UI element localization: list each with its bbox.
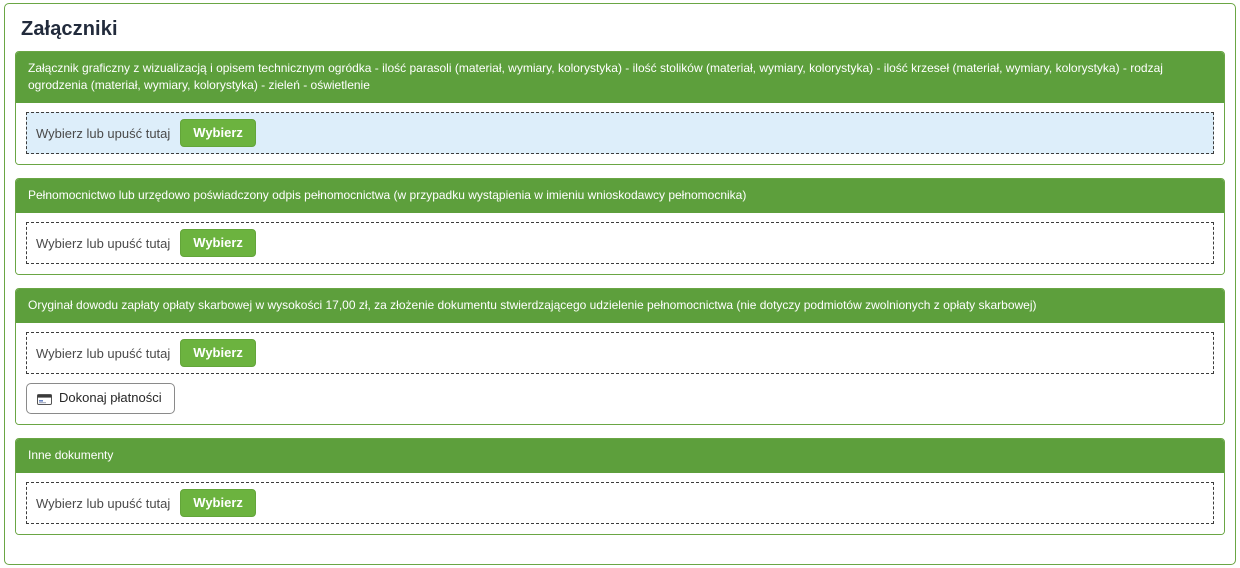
attachment-panel-header: Inne dokumenty	[16, 439, 1224, 473]
file-dropzone[interactable]: Wybierz lub upuść tutaj Wybierz	[26, 222, 1214, 264]
choose-file-button[interactable]: Wybierz	[180, 119, 256, 147]
credit-card-icon	[37, 393, 52, 405]
choose-file-button[interactable]: Wybierz	[180, 229, 256, 257]
attachment-panel: Inne dokumenty Wybierz lub upuść tutaj W…	[15, 438, 1225, 535]
attachment-panels-list: Załącznik graficzny z wizualizacją i opi…	[5, 41, 1235, 535]
attachment-panel-header: Pełnomocnictwo lub urzędowo poświadczony…	[16, 179, 1224, 213]
attachment-panel-header: Załącznik graficzny z wizualizacją i opi…	[16, 52, 1224, 103]
attachment-panel: Pełnomocnictwo lub urzędowo poświadczony…	[15, 178, 1225, 275]
attachments-card: Załączniki Załącznik graficzny z wizuali…	[4, 3, 1236, 565]
attachment-panel-body: Wybierz lub upuść tutaj Wybierz	[16, 473, 1224, 534]
dropzone-label: Wybierz lub upuść tutaj	[36, 495, 171, 511]
dropzone-label: Wybierz lub upuść tutaj	[36, 235, 171, 251]
attachment-panel-body: Wybierz lub upuść tutaj Wybierz	[16, 103, 1224, 164]
dropzone-label: Wybierz lub upuść tutaj	[36, 345, 171, 361]
attachment-panel: Oryginał dowodu zapłaty opłaty skarbowej…	[15, 288, 1225, 425]
attachment-panel-body: Wybierz lub upuść tutaj Wybierz	[16, 213, 1224, 274]
page-title: Załączniki	[21, 18, 118, 40]
make-payment-button[interactable]: Dokonaj płatności	[26, 383, 175, 414]
attachment-panel-header: Oryginał dowodu zapłaty opłaty skarbowej…	[16, 289, 1224, 323]
dropzone-label: Wybierz lub upuść tutaj	[36, 125, 171, 141]
file-dropzone[interactable]: Wybierz lub upuść tutaj Wybierz	[26, 482, 1214, 524]
choose-file-button[interactable]: Wybierz	[180, 489, 256, 517]
file-dropzone[interactable]: Wybierz lub upuść tutaj Wybierz	[26, 332, 1214, 374]
file-dropzone[interactable]: Wybierz lub upuść tutaj Wybierz	[26, 112, 1214, 154]
attachment-panel: Załącznik graficzny z wizualizacją i opi…	[15, 51, 1225, 165]
make-payment-label: Dokonaj płatności	[59, 390, 162, 405]
attachment-panel-body: Wybierz lub upuść tutaj Wybierz	[16, 323, 1224, 424]
choose-file-button[interactable]: Wybierz	[180, 339, 256, 367]
